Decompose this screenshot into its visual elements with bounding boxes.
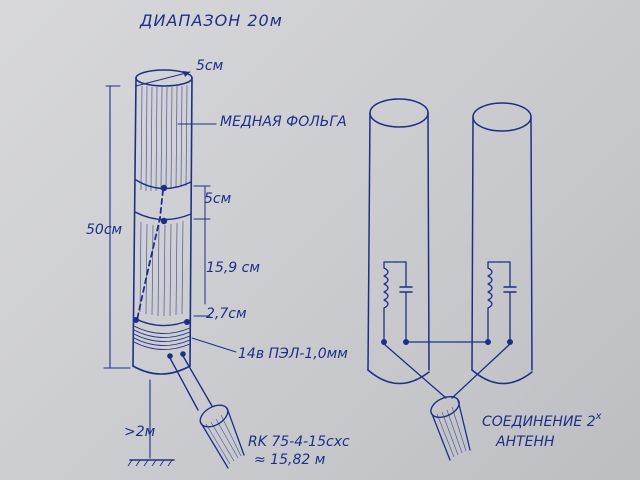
- diameter-label: 5см: [196, 58, 224, 74]
- feed-point-left: [167, 353, 173, 359]
- antenna-b-right-side: [530, 116, 533, 371]
- coil-windings: [133, 325, 191, 350]
- antenna-b-bottom: [471, 369, 533, 385]
- coax-cable-right: [430, 395, 471, 461]
- feed-line-b: [451, 343, 511, 399]
- antenna-a-right-side: [427, 112, 430, 371]
- lc-circuit-b: [485, 261, 517, 345]
- left-antenna: 5см МЕДНАЯ ФОЛЬГА 50см 5см 15,9 см 2,7см…: [86, 58, 350, 469]
- internal-wire-dashed: [136, 189, 164, 321]
- gap-label: 5см: [204, 191, 232, 207]
- section-label: 15,9 см: [206, 260, 260, 276]
- height-label: 50см: [86, 222, 123, 238]
- feed-line-a: [383, 343, 447, 399]
- antenna-a-left-side: [367, 112, 371, 371]
- turns-pointer-line: [191, 337, 237, 353]
- connection-caption-line2: АНТЕНН: [495, 434, 555, 450]
- junction-point-middle: [160, 217, 168, 225]
- feed-point-right: [180, 351, 186, 357]
- diagram-title: ДИАПАЗОН 20м: [139, 11, 283, 30]
- coil-section-label: 2,7см: [206, 306, 247, 322]
- connection-caption-line1: СОЕДИНЕНИЕ 2х: [482, 411, 602, 430]
- turns-label: 14в ПЭЛ-1,0мм: [238, 346, 348, 362]
- feeder-wire-left: [169, 357, 199, 411]
- foil-label: МЕДНАЯ ФОЛЬГА: [220, 114, 347, 130]
- diameter-arrow: [135, 71, 191, 87]
- cylinder-right-side: [189, 77, 193, 367]
- antenna-b-left-side: [471, 116, 474, 371]
- ground-hatch: [127, 459, 173, 467]
- junction-point-right: [184, 319, 190, 325]
- coax-cable-left: [199, 404, 245, 469]
- cable-length-label: ≈ 15,82 м: [254, 452, 326, 468]
- coil-top-boundary: [133, 317, 191, 327]
- two-antennas: СОЕДИНЕНИЕ 2х АНТЕНН: [367, 98, 602, 461]
- cylinder-bottom-ellipse: [132, 365, 191, 375]
- copper-foil-middle-hatching: [139, 220, 184, 317]
- antenna-a-top: [369, 98, 429, 128]
- feeder-wire-right: [182, 355, 213, 407]
- ground-height-label: >2м: [124, 424, 156, 440]
- lc-circuit-a: [381, 261, 413, 345]
- junction-point-top: [160, 184, 168, 192]
- antenna-b-top: [472, 102, 532, 132]
- antenna-a-bottom: [367, 369, 430, 385]
- cable-type-label: RK 75-4-15схс: [248, 434, 350, 450]
- copper-foil-top-hatching: [140, 84, 188, 192]
- diameter-arrow-head: [183, 71, 190, 77]
